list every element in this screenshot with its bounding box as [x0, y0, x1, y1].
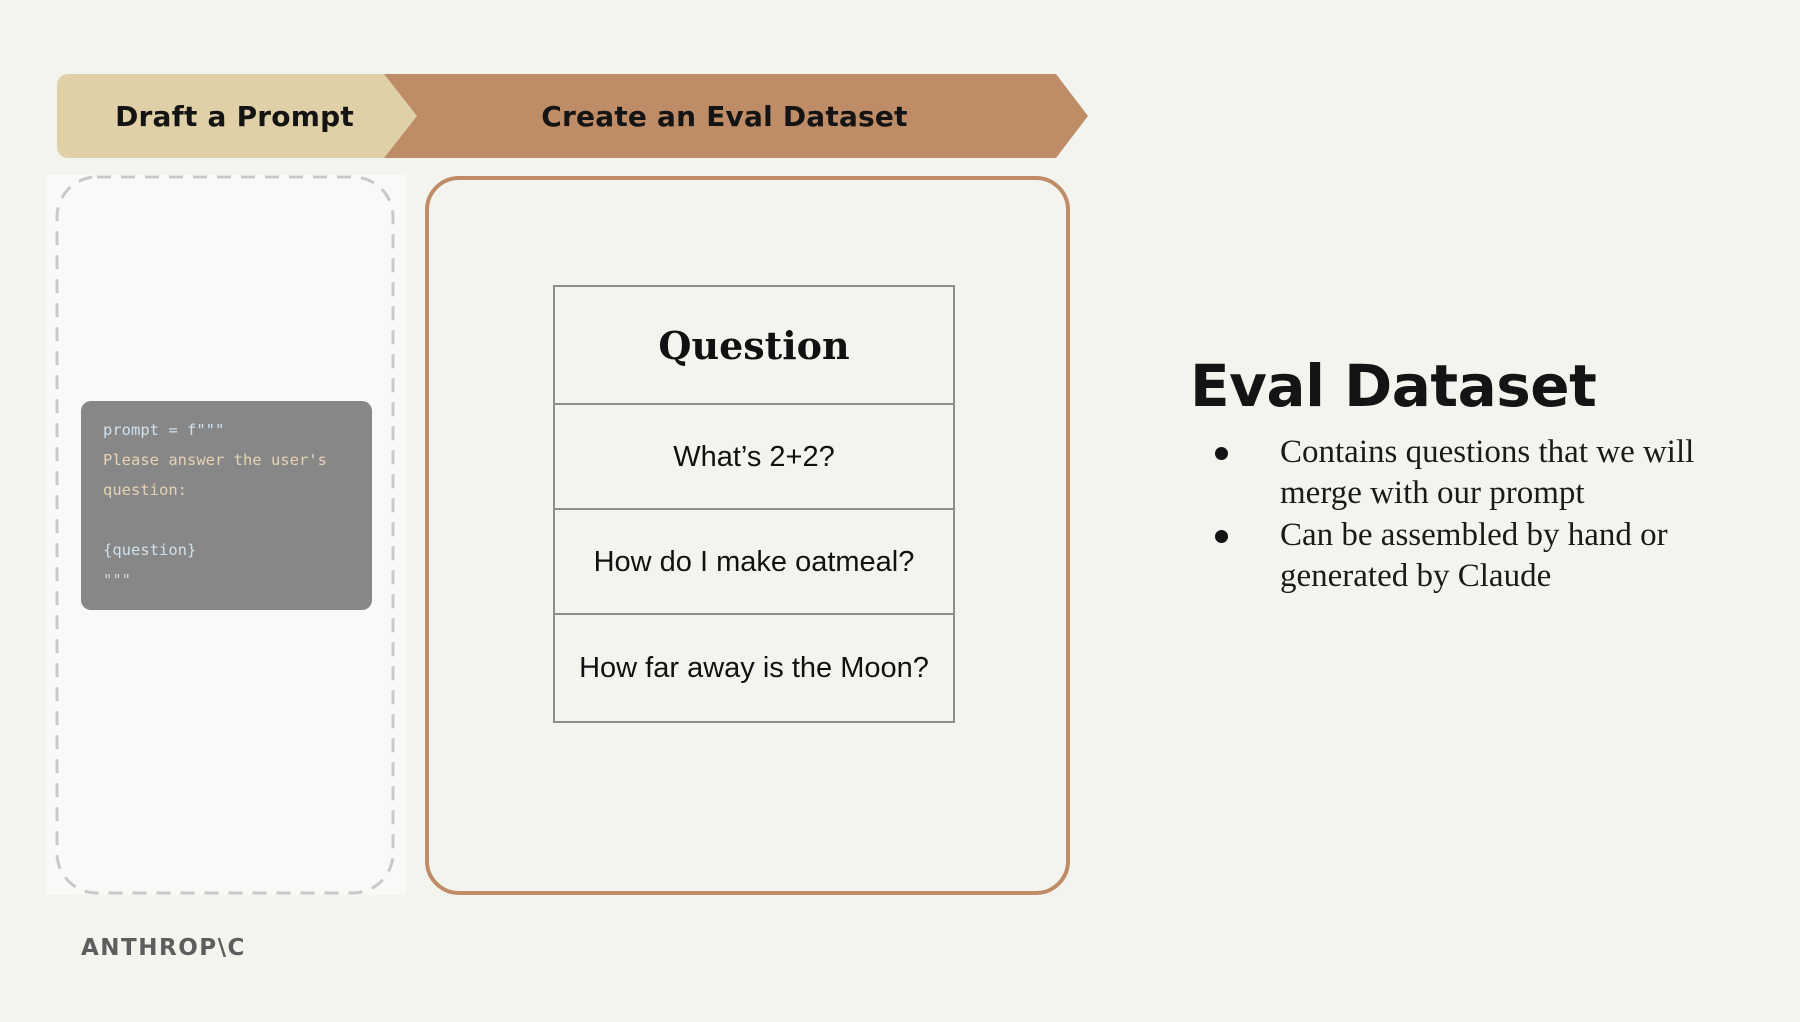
code-line: {question}	[103, 541, 197, 559]
code-line	[103, 505, 350, 535]
prompt-panel: prompt = f""" Please answer the user's q…	[47, 175, 406, 895]
table-header: Question	[553, 285, 955, 405]
dataset-panel: Question What’s 2+2? How do I make oatme…	[425, 176, 1070, 895]
table-row: What’s 2+2?	[553, 403, 955, 510]
table-cell: How do I make oatmeal?	[553, 508, 955, 615]
table-row: How far away is the Moon?	[553, 613, 955, 723]
table-row: How do I make oatmeal?	[553, 508, 955, 615]
process-banner: Draft a Prompt Create an Eval Dataset	[57, 74, 1088, 158]
process-arrows	[57, 74, 1088, 158]
bullet-icon	[1215, 530, 1228, 543]
description-list: Contains questions that we will merge wi…	[1205, 432, 1765, 598]
question-table: Question What’s 2+2? How do I make oatme…	[553, 285, 955, 723]
table-cell: What’s 2+2?	[553, 403, 955, 510]
code-line: """	[103, 571, 131, 589]
list-item-text: Contains questions that we will merge wi…	[1280, 434, 1695, 511]
table-cell: How far away is the Moon?	[553, 613, 955, 723]
section-title: Eval Dataset	[1190, 352, 1597, 420]
step-draft-prompt-label: Draft a Prompt	[115, 99, 354, 133]
prompt-code-block: prompt = f""" Please answer the user's q…	[81, 401, 372, 610]
step-draft-prompt-shape	[57, 74, 417, 158]
bullet-icon	[1215, 447, 1228, 460]
code-line: prompt = f"""	[103, 421, 225, 439]
anthropic-logo: ANTHROP\C	[81, 935, 246, 961]
list-item: Contains questions that we will merge wi…	[1205, 432, 1765, 514]
code-line: question:	[103, 481, 187, 499]
step-create-dataset-shape	[357, 74, 1088, 158]
list-item: Can be assembled by hand or generated by…	[1205, 515, 1765, 597]
step-create-dataset-label: Create an Eval Dataset	[541, 99, 908, 133]
dashed-border	[55, 175, 395, 895]
code-line: Please answer the user's	[103, 451, 327, 469]
list-item-text: Can be assembled by hand or generated by…	[1280, 517, 1668, 594]
